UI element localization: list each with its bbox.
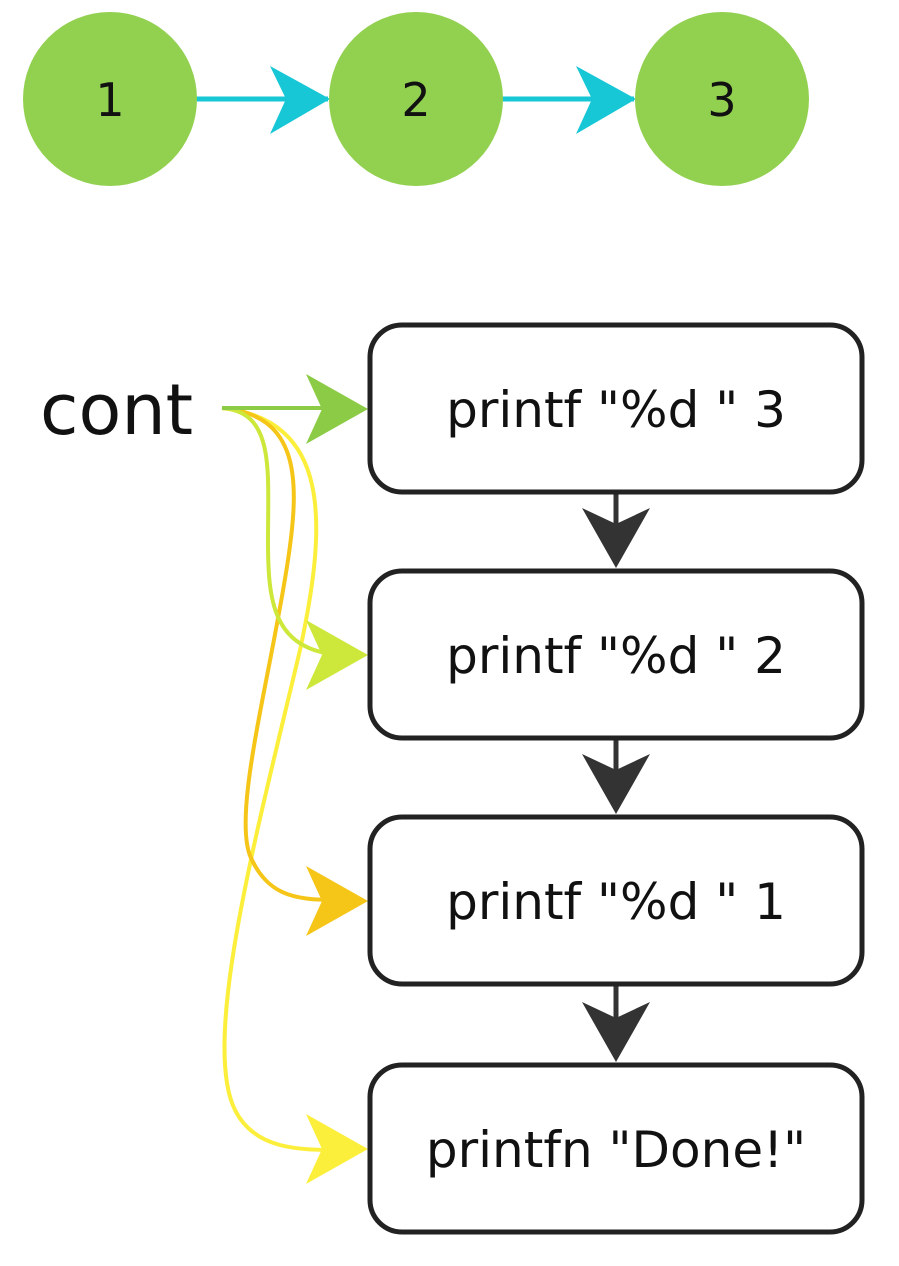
- linked-list: 1 2 3: [23, 12, 809, 186]
- cont-label: cont: [40, 369, 193, 451]
- chain-arrows: [582, 492, 650, 1062]
- cont-arrow-4-head: [306, 1114, 368, 1184]
- list-node-2-label: 2: [401, 73, 430, 127]
- cont-arrow-2-line: [221, 406, 341, 657]
- box-printfn-done: [367, 1062, 865, 1235]
- list-node-1-label: 1: [95, 73, 124, 127]
- list-node-3-label: 3: [707, 73, 736, 127]
- box-printf-1: [367, 814, 865, 987]
- cont-arrow-2-head: [306, 620, 368, 690]
- cont-arrow-1-head: [306, 374, 368, 444]
- cont-arrow-4-line: [221, 406, 341, 1152]
- chain-arrow-1-2-head: [582, 508, 650, 568]
- cont-arrow-3-head: [306, 866, 368, 936]
- box-printf-3: [367, 322, 865, 495]
- box-printfn-done-label: printfn "Done!": [426, 1121, 806, 1179]
- cont-arrow-3-line: [221, 406, 341, 902]
- list-node-1: [23, 12, 197, 186]
- box-printf-2: [367, 568, 865, 741]
- chain-arrow-3-4-head: [582, 1002, 650, 1062]
- list-node-3: [635, 12, 809, 186]
- list-arrow-1-2-head: [270, 66, 330, 134]
- list-arrow-2-3-head: [576, 66, 636, 134]
- list-node-2: [329, 12, 503, 186]
- chain-arrow-2-3-head: [582, 754, 650, 814]
- box-printf-1-label: printf "%d " 1: [446, 873, 786, 931]
- continuation-boxes: printf "%d " 3 printf "%d " 2 printf "%d…: [367, 322, 865, 1235]
- box-printf-2-label: printf "%d " 2: [446, 627, 786, 685]
- cont-arrows: [221, 406, 345, 1152]
- box-printf-3-label: printf "%d " 3: [446, 381, 786, 439]
